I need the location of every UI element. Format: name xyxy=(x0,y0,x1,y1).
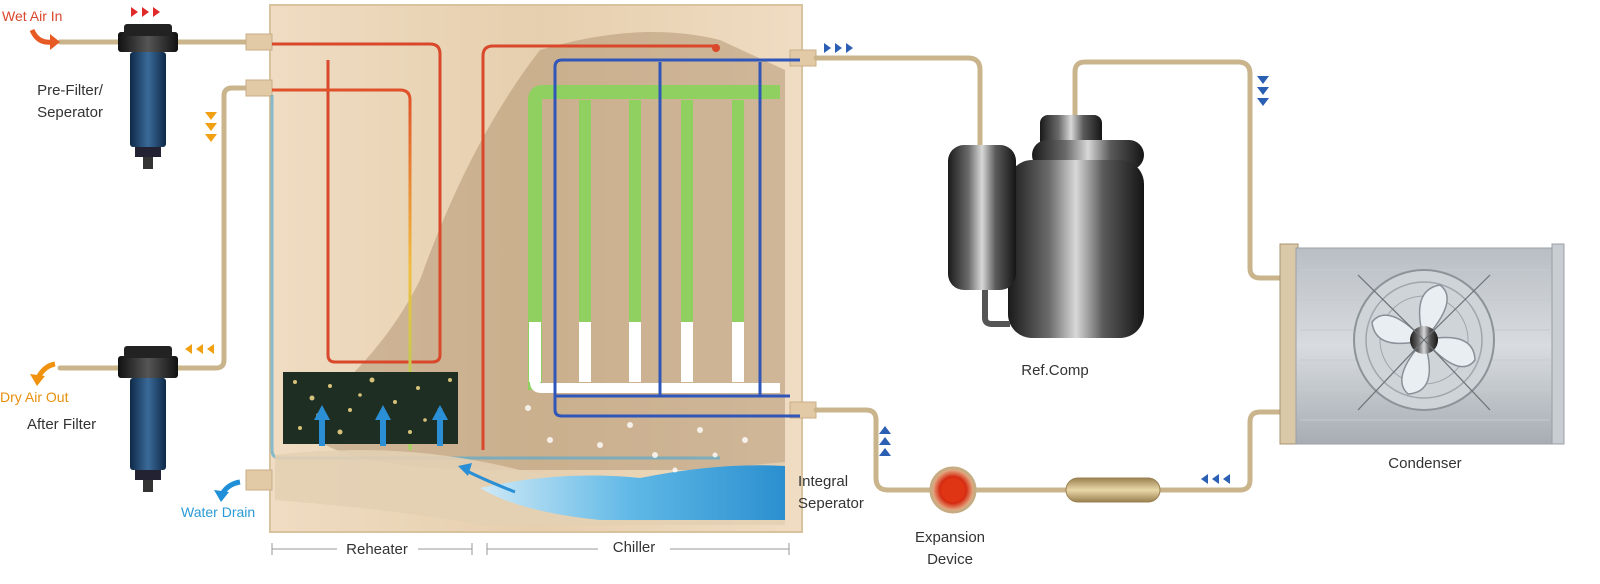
chiller-fins xyxy=(528,85,780,393)
label-dry-air-out: Dry Air Out xyxy=(0,389,69,405)
discharge-chevrons xyxy=(1257,76,1269,106)
wet-air-chevrons xyxy=(131,7,160,17)
label-chiller: Chiller xyxy=(612,539,656,556)
condenser-unit xyxy=(1279,243,1565,445)
dry-air-chevrons xyxy=(185,344,214,354)
label-wet-air-in: Wet Air In xyxy=(2,8,63,24)
label-expansion-line1: Expansion xyxy=(914,529,986,546)
label-expansion-line2: Device xyxy=(927,551,973,568)
fan-icon xyxy=(1353,269,1495,411)
curved-arrow-right-icon xyxy=(29,28,60,50)
label-reheater: Reheater xyxy=(346,541,408,558)
after-filter xyxy=(118,346,178,492)
filter-drier xyxy=(1065,477,1161,503)
label-after-filter: After Filter xyxy=(27,416,97,433)
label-integral-line1: Integral xyxy=(798,473,849,490)
curved-arrow-left-icon xyxy=(30,361,56,386)
water-reservoir xyxy=(275,405,785,525)
label-pre-filter-line2: Seperator xyxy=(37,104,103,121)
inlet-chevrons xyxy=(879,426,891,456)
refrigerant-compressor xyxy=(948,115,1144,338)
expansion-device xyxy=(929,466,977,514)
label-pre-filter-line1: Pre-Filter/ xyxy=(37,82,103,99)
pre-dry-chevrons xyxy=(205,112,217,142)
section-brackets xyxy=(271,543,790,555)
demister-pad xyxy=(283,372,458,446)
refrigerant-lines xyxy=(813,55,1287,493)
water-drain-arrow-icon xyxy=(214,479,241,502)
label-water-drain: Water Drain xyxy=(181,504,256,520)
suction-chevrons xyxy=(824,43,853,53)
pre-filter xyxy=(118,24,178,169)
label-condenser: Condenser xyxy=(1388,455,1462,472)
refrigerant-coil xyxy=(553,58,800,418)
label-expansion-device: Expansion Device xyxy=(895,527,1005,571)
air-pipes xyxy=(57,39,253,371)
return-chevrons xyxy=(1201,474,1230,484)
label-pre-filter: Pre-Filter/ Seperator xyxy=(20,80,120,124)
label-integral-separator: Integral Seperator xyxy=(798,471,864,515)
label-integral-line2: Seperator xyxy=(798,495,864,512)
label-ref-comp: Ref.Comp xyxy=(1021,362,1089,379)
